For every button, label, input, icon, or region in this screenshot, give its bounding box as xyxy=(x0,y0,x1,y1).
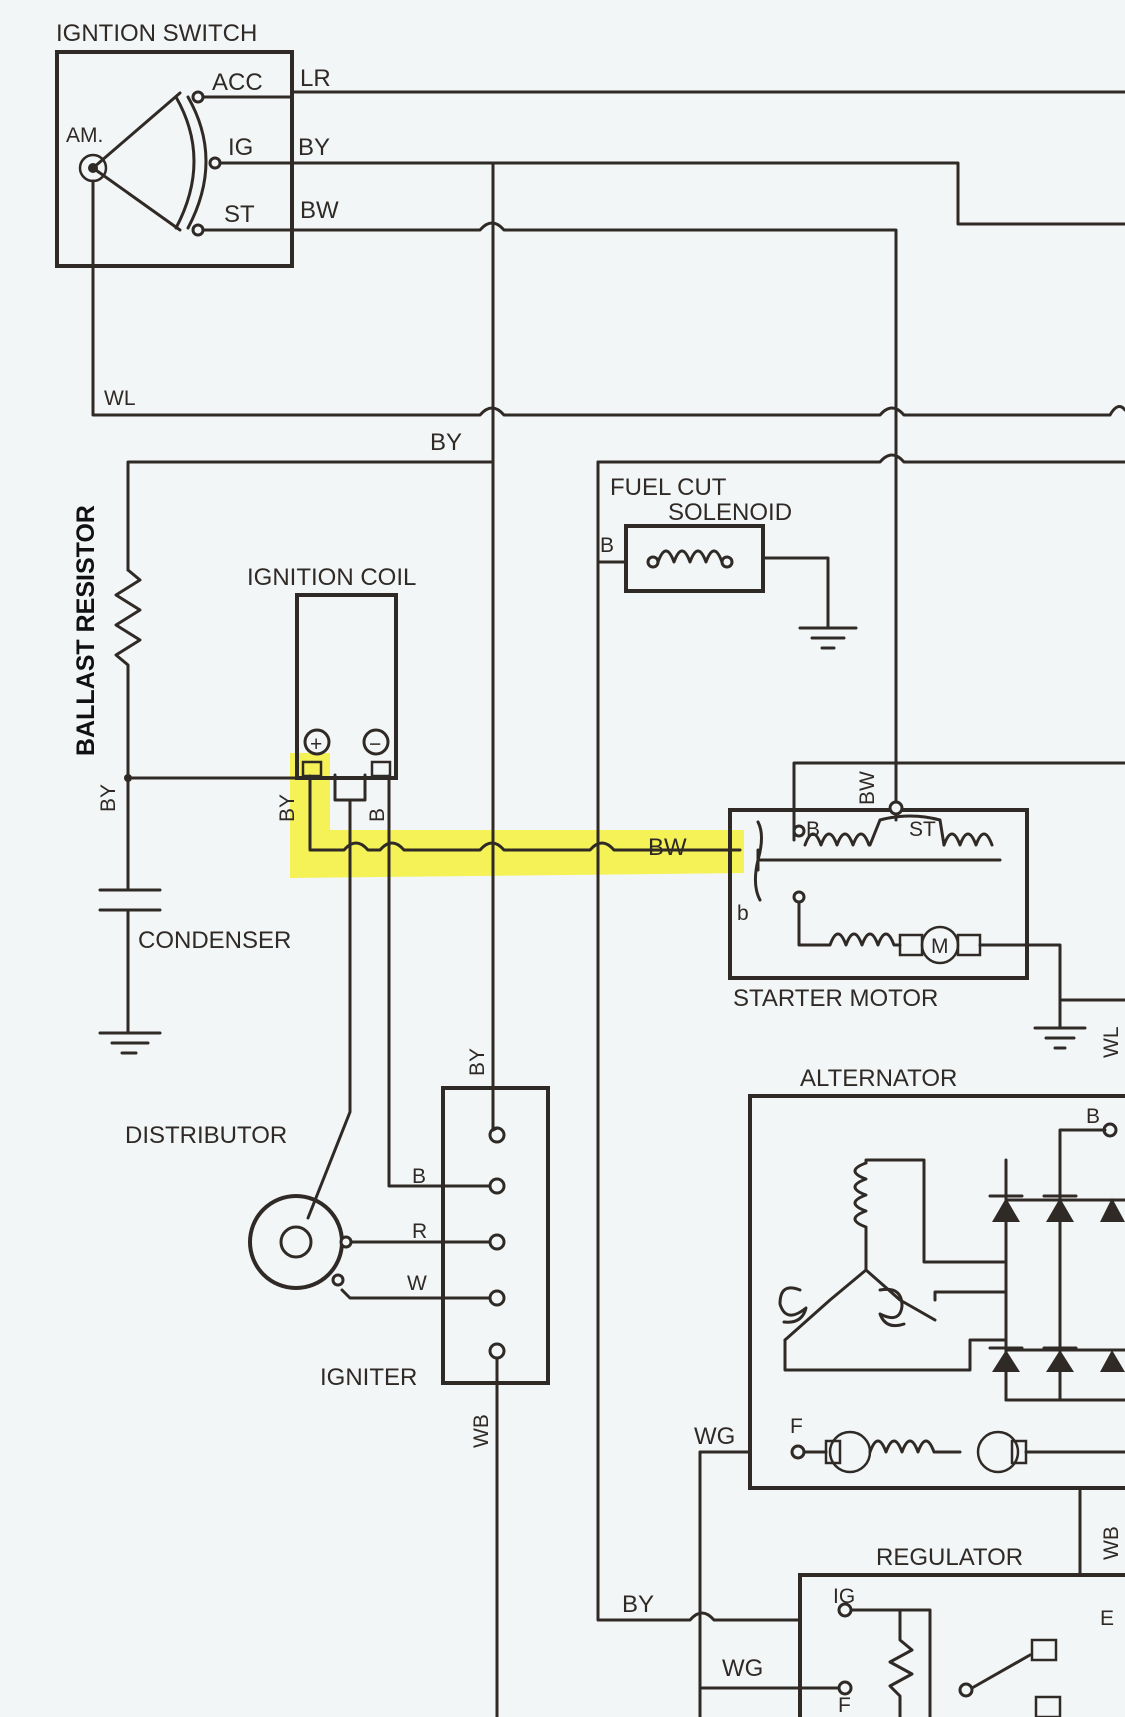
wire-wg xyxy=(698,1450,752,1717)
label-am: AM. xyxy=(66,124,103,147)
label-st-starter: ST xyxy=(909,818,936,841)
label-wl-right: WL xyxy=(1100,1027,1123,1059)
label-distributor: DISTRIBUTOR xyxy=(125,1122,287,1149)
ignition-coil xyxy=(295,593,398,802)
fuel-cut-solenoid xyxy=(596,524,858,650)
label-wg-alternator: WG xyxy=(694,1423,735,1450)
label-ballast-resistor: BALLAST RESISTOR xyxy=(72,505,100,756)
bw-wire-highlight xyxy=(290,753,744,878)
label-bw-starter: BW xyxy=(856,771,879,805)
label-f-alternator: F xyxy=(790,1415,803,1438)
label-solenoid: SOLENOID xyxy=(668,499,792,526)
label-wg-bottom: WG xyxy=(722,1655,763,1682)
label-by-igniter: BY xyxy=(466,1048,489,1076)
label-by-coil: BY xyxy=(276,794,299,822)
label-ig: IG xyxy=(228,134,253,161)
label-fuel-cut: FUEL CUT xyxy=(610,474,727,501)
ballast-resistor xyxy=(98,568,302,1055)
distributor xyxy=(248,1194,445,1300)
label-ignition-coil: IGNITION COIL xyxy=(247,564,416,591)
label-regulator: REGULATOR xyxy=(876,1544,1023,1571)
label-condenser: CONDENSER xyxy=(138,927,291,954)
label-motor-m: M xyxy=(931,935,949,958)
label-f-regulator: F xyxy=(838,1694,851,1717)
label-ig-regulator: IG xyxy=(833,1585,855,1608)
label-bw-highlight: BW xyxy=(648,834,687,861)
wire-wl xyxy=(91,179,1125,417)
label-lr: LR xyxy=(300,65,331,92)
label-by-top: BY xyxy=(430,429,462,456)
label-b-alternator: B xyxy=(1086,1105,1100,1128)
label-b-igniter: B xyxy=(412,1165,426,1188)
label-acc: ACC xyxy=(212,69,263,96)
wire-coil-minus xyxy=(387,774,445,1188)
wire-by-right xyxy=(596,453,1125,464)
label-wb-right: WB xyxy=(1100,1526,1123,1560)
label-starter-motor: STARTER MOTOR xyxy=(733,985,938,1012)
wire-by-top xyxy=(218,161,1125,226)
starter-motor xyxy=(728,758,1125,1050)
label-small-b: b xyxy=(737,902,749,925)
label-b-solenoid: B xyxy=(600,534,614,557)
wire-by-ballast xyxy=(126,460,495,572)
wire-bw-top xyxy=(201,221,898,810)
label-wb-igniter: WB xyxy=(470,1414,493,1448)
label-by-ballast: BY xyxy=(97,784,120,812)
label-r-igniter: R xyxy=(412,1220,427,1243)
label-by-switch: BY xyxy=(298,134,330,161)
wire-coil-plus xyxy=(308,774,742,852)
label-ignition-switch: IGNTION SWITCH xyxy=(56,20,257,47)
label-by-bottom: BY xyxy=(622,1591,654,1618)
label-bw-switch: BW xyxy=(300,197,339,224)
igniter xyxy=(441,1086,550,1717)
label-b-coil: B xyxy=(366,808,389,822)
label-wl: WL xyxy=(104,387,136,410)
label-igniter: IGNITER xyxy=(320,1364,417,1391)
label-w-igniter: W xyxy=(407,1272,427,1295)
label-alternator: ALTERNATOR xyxy=(800,1065,957,1092)
alternator xyxy=(748,1094,1125,1490)
label-st: ST xyxy=(224,201,255,228)
label-coil-plus: + xyxy=(310,733,322,756)
label-b-starter: B xyxy=(806,818,820,841)
regulator xyxy=(698,1573,1125,1717)
wire-coil-dist xyxy=(306,798,352,1220)
label-coil-minus: − xyxy=(369,733,381,756)
label-e-regulator: E xyxy=(1100,1607,1114,1630)
wire-lr xyxy=(201,90,1125,99)
